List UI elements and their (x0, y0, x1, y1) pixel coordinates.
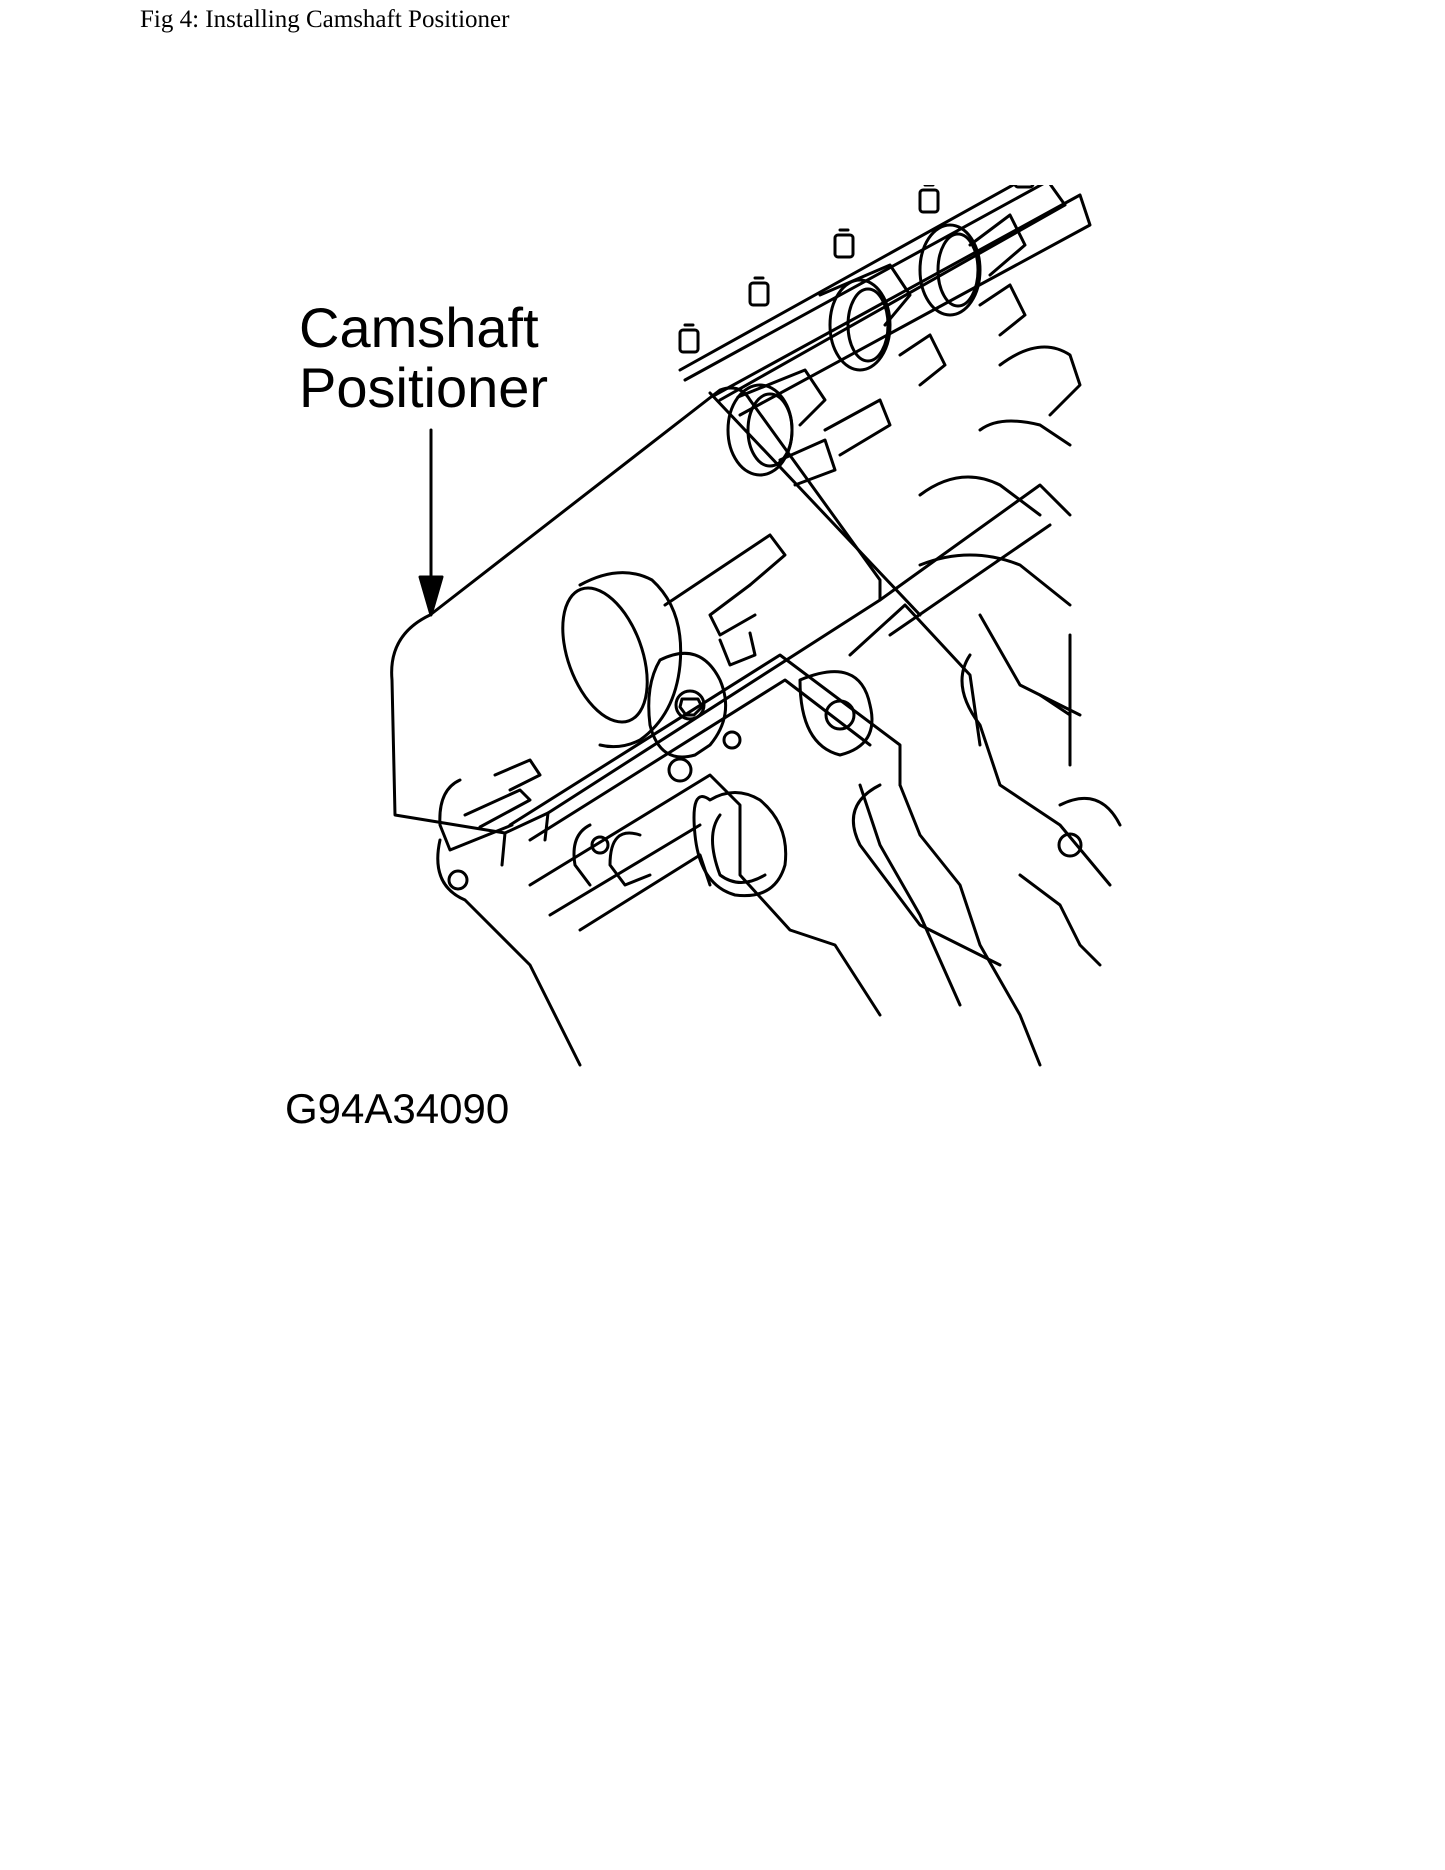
right-side-structure (851, 345, 1122, 967)
callout-label: Camshaft Positioner (299, 298, 548, 418)
engine-line-drawing (390, 185, 1122, 1067)
callout-label-line-1: Camshaft (299, 296, 539, 359)
bolt-boss (647, 651, 742, 783)
cylinder-head (436, 483, 1072, 1067)
positioner-lower-frame (438, 758, 542, 852)
engine-illustration (280, 185, 1210, 1070)
positioner-cylinder (561, 533, 787, 749)
callout-arrow (418, 428, 444, 617)
figure-caption: Fig 4: Installing Camshaft Positioner (140, 6, 510, 33)
figure-id: G94A34090 (285, 1085, 510, 1132)
large-bore (572, 791, 788, 898)
camshaft-assembly (678, 185, 1092, 487)
callout-label-line-2: Positioner (299, 356, 549, 419)
camshaft-positioner-body (390, 386, 922, 867)
cam-cap-bolts (678, 185, 1035, 354)
